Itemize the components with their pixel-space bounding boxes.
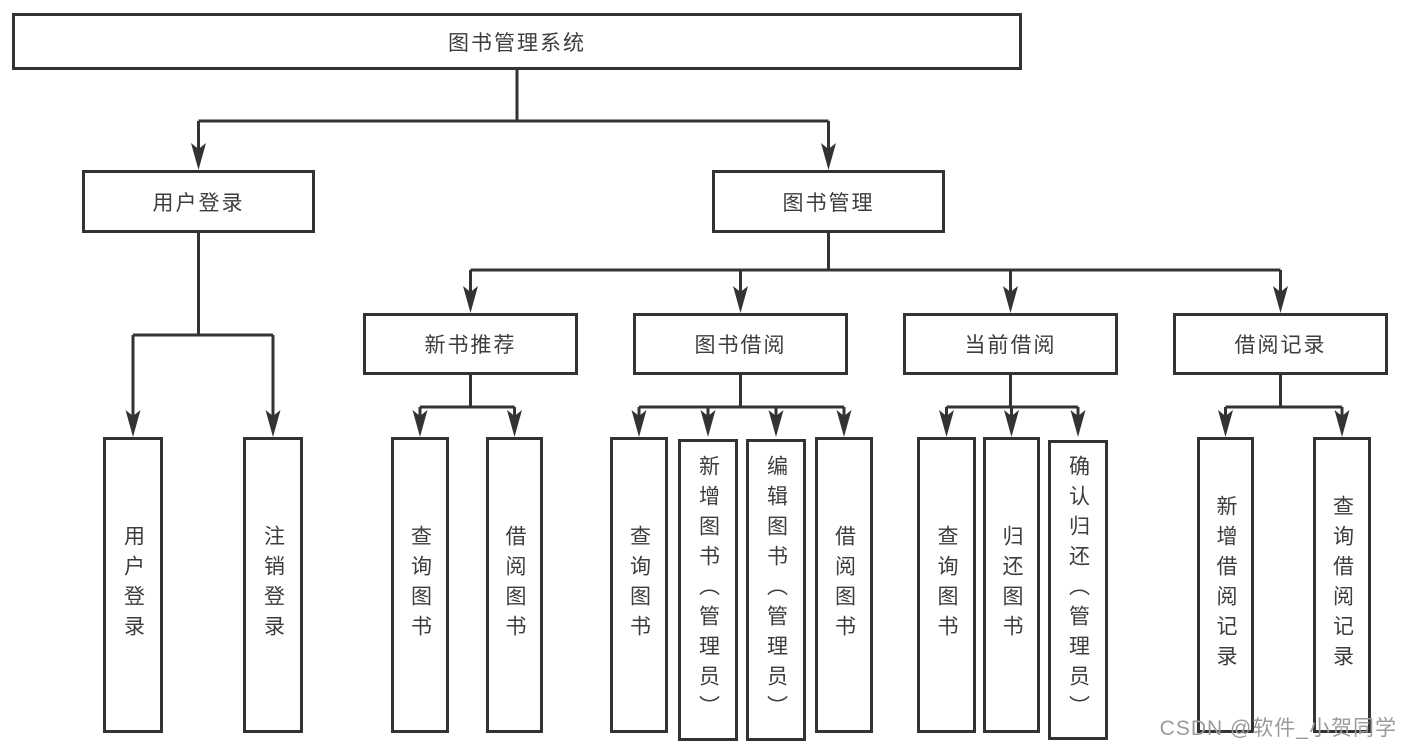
arrowhead-down-icon <box>1273 286 1288 313</box>
node-new-book-recommend: 新书推荐 <box>363 313 578 375</box>
arrowhead-down-icon <box>463 286 478 313</box>
node-book-borrow: 图书借阅 <box>633 313 848 375</box>
leaf-edit-book-admin-label: 编辑图书（管理员） <box>764 455 788 725</box>
connector-root-to-level2 <box>197 70 830 150</box>
arrowhead-down-icon <box>939 410 954 437</box>
node-current-borrow-label: 当前借阅 <box>964 334 1057 357</box>
node-borrow-record-label: 借阅记录 <box>1234 334 1327 357</box>
connector-book-borrow-children <box>637 375 846 417</box>
arrowhead-down-icon <box>507 410 522 437</box>
arrowhead-down-icon <box>768 410 784 437</box>
leaf-edit-book-admin: 编辑图书（管理员） <box>746 439 806 741</box>
arrowhead-down-icon <box>733 286 748 313</box>
node-user-login-label: 用户登录 <box>152 191 245 215</box>
node-current-borrow: 当前借阅 <box>903 313 1118 375</box>
arrowhead-down-icon <box>821 143 836 170</box>
arrowhead-down-icon <box>125 410 141 437</box>
arrowhead-down-icon <box>265 410 281 437</box>
leaf-add-book-admin-label: 新增图书（管理员） <box>696 455 720 725</box>
leaf-user-login: 用户登录 <box>103 437 163 733</box>
arrowhead-down-icon <box>1218 410 1233 437</box>
leaf-borrow-book-borrow: 借阅图书 <box>815 437 873 733</box>
leaf-confirm-return-admin: 确认归还（管理员） <box>1048 440 1108 740</box>
connector-user-login-children <box>131 233 275 417</box>
node-book-borrow-label: 图书借阅 <box>694 334 787 357</box>
node-root-label: 图书管理系统 <box>448 31 586 55</box>
leaf-borrow-book-borrow-label: 借阅图书 <box>832 525 856 645</box>
leaf-return-book: 归还图书 <box>983 437 1040 733</box>
connector-new-book-rec-children <box>418 375 516 417</box>
arrowhead-down-icon <box>1070 410 1086 437</box>
leaf-confirm-return-admin-label: 确认归还（管理员） <box>1066 455 1090 725</box>
connector-borrow-record-children <box>1224 375 1344 417</box>
leaf-query-book-borrow-label: 查询图书 <box>627 525 651 645</box>
leaf-logout-label: 注销登录 <box>261 525 285 645</box>
leaf-user-login-label: 用户登录 <box>121 525 145 645</box>
arrowhead-down-icon <box>700 410 716 437</box>
leaf-query-book-current-label: 查询图书 <box>935 525 958 645</box>
arrowhead-down-icon <box>412 410 428 437</box>
arrowhead-down-icon <box>1003 286 1018 313</box>
connector-current-borrow-children <box>945 375 1080 417</box>
arrowhead-down-icon <box>191 143 206 170</box>
leaf-add-borrow-record-label: 新增借阅记录 <box>1214 495 1237 675</box>
leaf-add-book-admin: 新增图书（管理员） <box>678 439 738 741</box>
node-book-manage-label: 图书管理 <box>782 191 875 215</box>
arrowhead-down-icon <box>1004 410 1019 437</box>
node-borrow-record: 借阅记录 <box>1173 313 1388 375</box>
leaf-add-borrow-record: 新增借阅记录 <box>1197 437 1254 733</box>
arrowhead-down-icon <box>1334 410 1350 437</box>
connector-book-manage-children <box>469 233 1282 293</box>
node-user-login: 用户登录 <box>82 170 315 233</box>
leaf-query-book-recommend: 查询图书 <box>391 437 449 733</box>
leaf-logout: 注销登录 <box>243 437 303 733</box>
leaf-return-book-label: 归还图书 <box>1000 525 1023 645</box>
leaf-borrow-book-recommend: 借阅图书 <box>486 437 543 733</box>
leaf-query-book-current: 查询图书 <box>917 437 976 733</box>
leaf-query-book-recommend-label: 查询图书 <box>408 525 432 645</box>
arrowhead-down-icon <box>836 410 852 437</box>
leaf-borrow-book-recommend-label: 借阅图书 <box>503 525 526 645</box>
node-new-book-recommend-label: 新书推荐 <box>424 334 517 357</box>
leaf-query-book-borrow: 查询图书 <box>610 437 668 733</box>
leaf-query-borrow-record-label: 查询借阅记录 <box>1330 495 1354 675</box>
csdn-watermark: CSDN @软件_小贺同学 <box>1159 717 1397 740</box>
node-root: 图书管理系统 <box>12 13 1022 70</box>
node-book-manage: 图书管理 <box>712 170 945 233</box>
leaf-query-borrow-record: 查询借阅记录 <box>1313 437 1371 733</box>
arrowhead-down-icon <box>631 410 647 437</box>
